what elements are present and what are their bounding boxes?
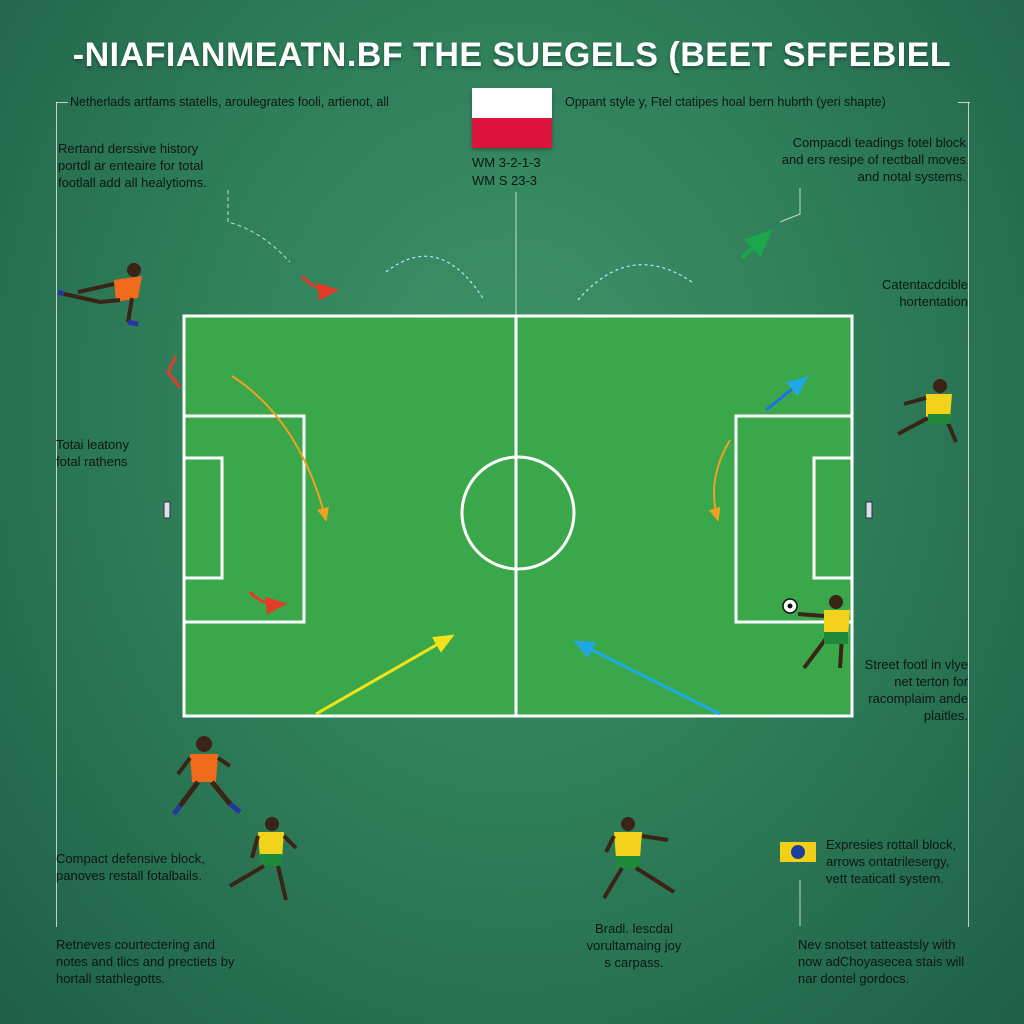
left-goal-icon (163, 501, 171, 519)
bottom-center-note: Bradl. lescdal vorultamaing joy s carpas… (586, 921, 682, 970)
header-right-caption: Oppant style y, Ftel ctatipes hoal bern … (565, 95, 886, 109)
right-note-tactical: Nev snotset tatteastsly with now adChoya… (798, 937, 965, 986)
diagram-title: -NIAFIANMEATN.BF THE SUEGELS (BEET SFFEB… (72, 36, 952, 74)
dashed-arc-left (385, 255, 485, 301)
orange-curve-arrow-right (708, 439, 731, 522)
formation-line-1: WM 3-2-1-3 (472, 155, 541, 170)
right-goal-area (812, 456, 854, 580)
brazil-player-icon (602, 817, 676, 900)
blue-attack-arrow (573, 640, 721, 716)
red-side-arrow (166, 355, 182, 389)
frame-top-left (56, 102, 68, 103)
orange-curve-arrow-left (231, 375, 329, 522)
netherlands-player-icon (57, 263, 142, 327)
right-note-compact: Compacdi teadings fotel block and ers re… (781, 135, 966, 184)
red-curve-arrow-top (300, 274, 339, 301)
left-goal-area (182, 456, 224, 580)
right-note-street-football: Street footl in vlye net terton for raco… (864, 657, 968, 723)
right-goal-icon (865, 501, 873, 519)
left-note-defensive-block: Compact defensive block, panoves restall… (56, 851, 205, 883)
left-note-counterattack: Retneves courtectering and notes and tli… (56, 937, 235, 986)
frame-right (968, 102, 969, 927)
left-note-history: Rertand derssive history portdl ar entea… (58, 141, 207, 190)
header-left-caption: Netherlads artfams statells, aroulegrate… (70, 95, 389, 109)
netherlands-player-icon (172, 736, 242, 816)
left-note-leader (227, 190, 291, 263)
dashed-arc-right (577, 264, 693, 301)
brazil-player-icon (797, 595, 850, 670)
formation-line-2: WM S 23-3 (472, 173, 538, 188)
blue-wing-arrow (765, 376, 809, 412)
right-note-expressive: Expresies rottall block, arrows ontatril… (826, 837, 957, 886)
right-note-orientation: Catentacdcible hortentation (882, 277, 968, 309)
brazil-player-icon (228, 817, 298, 901)
green-arrow (740, 229, 773, 260)
pitch-surface (182, 314, 854, 718)
red-curve-arrow-bottom (248, 590, 287, 615)
left-note-patterns: Totai leatony fotal rathens (56, 437, 129, 469)
frame-top-right (958, 102, 970, 103)
formation-labels: WM 3-2-1-3 WM S 23-3 (472, 154, 554, 190)
frame-left (56, 102, 57, 927)
brazil-flag-icon (780, 842, 816, 862)
brazil-player-icon (897, 379, 958, 443)
poland-flag-icon (472, 88, 552, 148)
center-circle (460, 455, 576, 571)
right-note-leader (779, 188, 801, 223)
yellow-attack-arrow (315, 634, 455, 716)
football-icon (782, 598, 798, 614)
